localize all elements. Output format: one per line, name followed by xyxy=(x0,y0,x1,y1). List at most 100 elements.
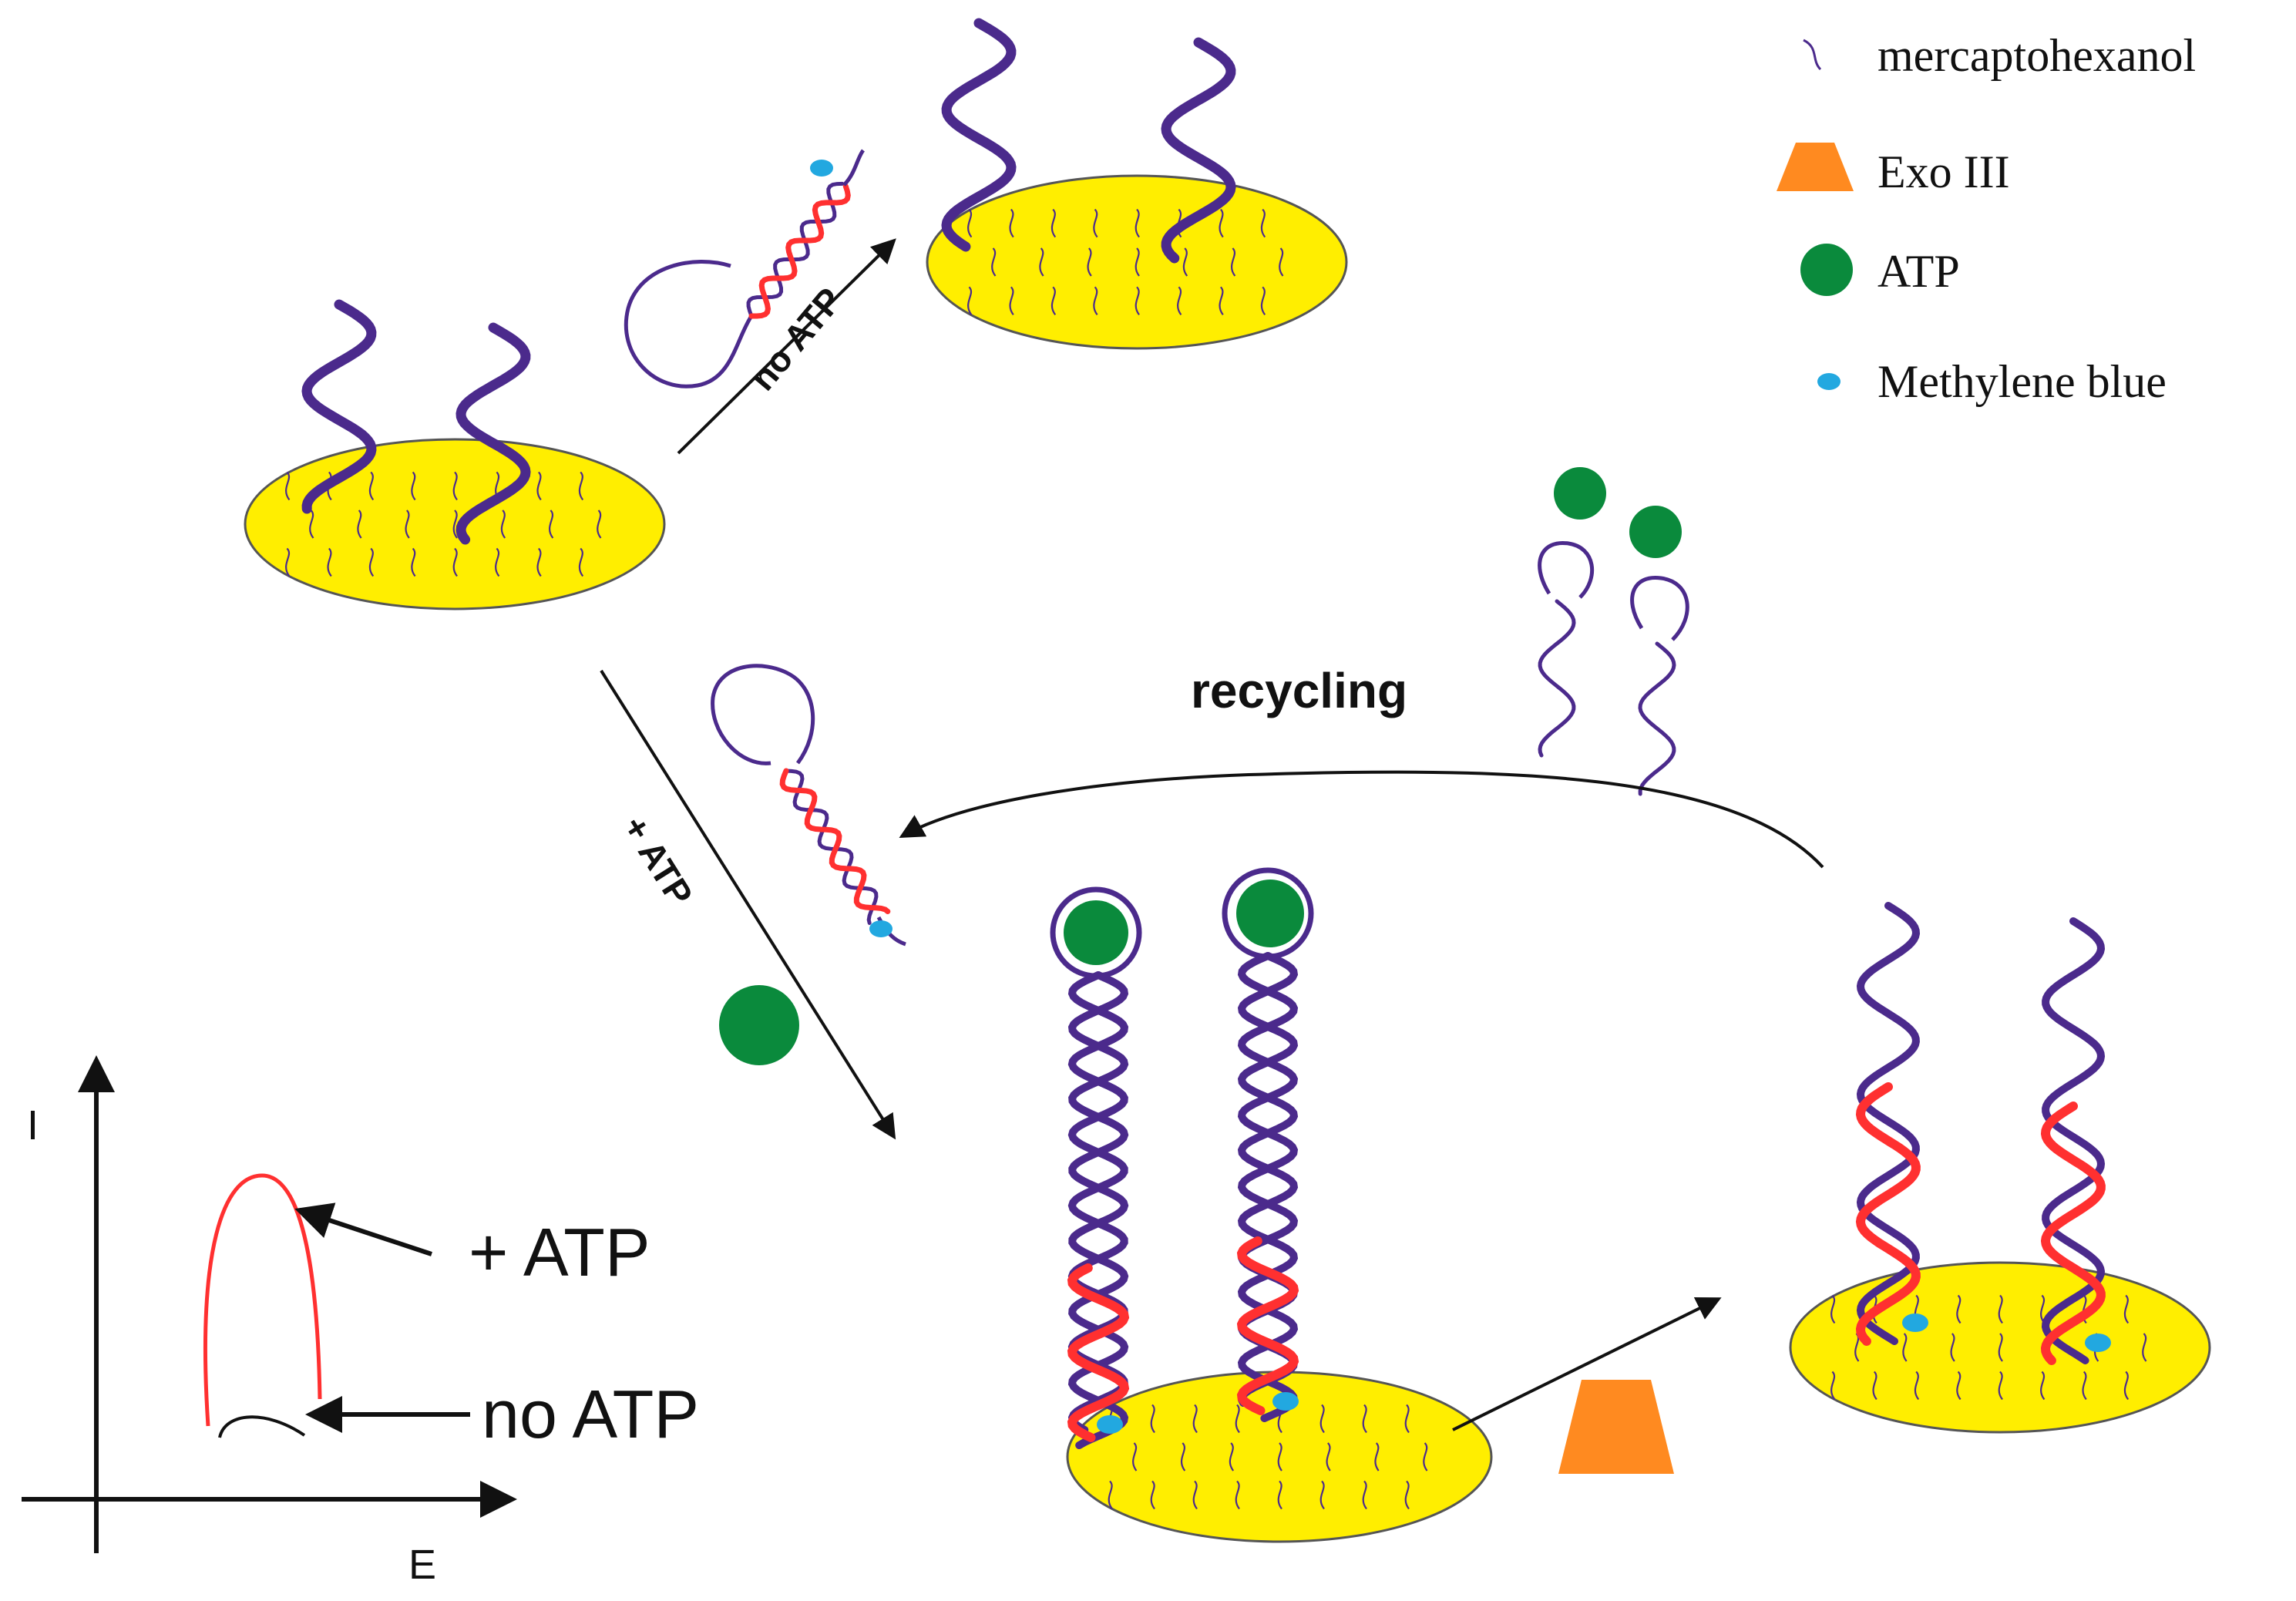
mercaptohexanol-molecule xyxy=(1039,247,1044,277)
methylene-blue-tag xyxy=(1097,1415,1123,1434)
aptamer-loop-atp-2 xyxy=(1222,867,1314,960)
voltammogram-inset: I E + ATP no ATP xyxy=(22,1055,699,1588)
free-aptamers xyxy=(1538,540,1689,796)
dna-helices xyxy=(301,18,2106,1449)
mercaptohexanol-molecule xyxy=(452,510,458,539)
mercaptohexanol-molecule xyxy=(597,510,602,539)
mercaptohexanol-molecule xyxy=(495,547,500,577)
label-plus-atp: + ATP xyxy=(615,809,701,913)
mercaptohexanol-molecule xyxy=(1051,208,1057,238)
mercaptohexanol-molecule xyxy=(1182,247,1188,277)
methylene-blue-tag xyxy=(2085,1334,2111,1352)
atp-molecule xyxy=(719,985,799,1065)
methylene-blue-tag xyxy=(869,920,893,937)
mercaptohexanol-molecule xyxy=(1277,1442,1282,1472)
mercaptohexanol-molecule xyxy=(1108,1480,1113,1510)
mercaptohexanol-molecule xyxy=(500,510,506,539)
mercaptohexanol-molecule xyxy=(327,547,332,577)
no-atp-peak xyxy=(218,1415,306,1438)
legend-exo-iii: Exo III xyxy=(1877,146,2010,197)
arrow-plus-atp xyxy=(600,669,896,1140)
mercaptohexanol-icon xyxy=(1803,39,1822,71)
exo-iii-icon xyxy=(1777,143,1854,191)
mercaptohexanol-molecule xyxy=(2123,1371,2130,1401)
mercaptohexanol-molecule xyxy=(578,547,584,577)
probe-strand xyxy=(746,181,845,318)
mercaptohexanol-molecule xyxy=(1192,1404,1198,1434)
mercaptohexanol-molecule xyxy=(1150,1404,1155,1434)
mercaptohexanol-molecule xyxy=(1902,1333,1908,1362)
mercaptohexanol-molecule xyxy=(2040,1371,2046,1401)
peak-label-no-atp: no ATP xyxy=(482,1376,699,1452)
probe-complement xyxy=(779,768,891,915)
y-axis-label: I xyxy=(27,1102,39,1149)
complement-strand xyxy=(1236,1236,1299,1415)
mercaptohexanol-molecule xyxy=(285,471,291,501)
methylene-blue-tag xyxy=(1272,1392,1299,1411)
mercaptohexanol-molecule xyxy=(1093,286,1098,316)
complement-strand xyxy=(1855,1082,1921,1346)
mercaptohexanol-molecule xyxy=(2142,1333,2147,1362)
probe-complement xyxy=(748,183,851,319)
mercaptohexanol-molecule xyxy=(1998,1333,2003,1362)
complement-strand xyxy=(1067,1263,1130,1442)
mercaptohexanol-molecule xyxy=(967,208,973,238)
mercaptohexanol-molecule xyxy=(1914,1371,1920,1401)
mercaptohexanol-molecule xyxy=(1362,1480,1367,1510)
aptamer-loop-atp-1 xyxy=(1050,886,1142,979)
mercaptohexanol-molecule xyxy=(536,471,542,501)
mercaptohexanol-molecule xyxy=(2082,1371,2087,1401)
mercaptohexanol-molecule xyxy=(1177,208,1182,238)
mercaptohexanol-molecule xyxy=(1180,1442,1186,1472)
exo-iii-enzyme xyxy=(1558,1380,1674,1474)
probe-duplex xyxy=(746,181,851,319)
arrow-no-atp xyxy=(677,238,896,455)
mercaptohexanol-molecule xyxy=(1135,286,1140,316)
mercaptohexanol-molecule xyxy=(368,471,375,501)
mercaptohexanol-molecule xyxy=(405,510,410,539)
aptamer-strand xyxy=(301,299,377,514)
mercaptohexanol-molecule xyxy=(1235,1404,1240,1434)
mercaptohexanol-molecule xyxy=(1998,1294,2003,1324)
aptamer-strand xyxy=(941,18,1017,252)
hairpin-probe-no-atp xyxy=(624,149,866,388)
mercaptohexanol-molecule xyxy=(1279,247,1284,277)
atp-molecule xyxy=(1554,467,1606,520)
gold-electrode-digested xyxy=(1789,1261,2211,1434)
probe-strand xyxy=(784,769,879,925)
legend-methylene-blue: Methylene blue xyxy=(1877,356,2167,407)
mercaptohexanol-molecule xyxy=(1260,208,1266,238)
gold-electrode-bound xyxy=(1066,1371,1493,1543)
mercaptohexanol-molecule xyxy=(357,510,362,539)
mercaptohexanol-molecule xyxy=(1956,1371,1962,1401)
mercaptohexanol-molecule xyxy=(1093,208,1098,238)
arrow-recycling xyxy=(899,770,1824,869)
mercaptohexanol-molecule xyxy=(1362,1404,1367,1434)
atp-molecule xyxy=(1629,506,1682,558)
mercaptohexanol-molecule xyxy=(1277,1480,1282,1510)
aptamer-strand xyxy=(1161,37,1236,264)
mercaptohexanol-molecule xyxy=(1219,208,1224,238)
mercaptohexanol-molecule xyxy=(285,547,291,577)
mercaptohexanol-molecule xyxy=(1135,208,1140,238)
atp-molecule xyxy=(1064,900,1128,965)
mercaptohexanol-molecule xyxy=(967,286,973,316)
plus-atp-peak xyxy=(203,1173,322,1427)
mercaptohexanol-molecule xyxy=(1135,247,1140,277)
mercaptohexanol-molecule xyxy=(1009,286,1014,316)
mercaptohexanol-molecule xyxy=(2040,1294,2046,1324)
mercaptohexanol-molecule xyxy=(1219,286,1224,316)
mercaptohexanol-molecule xyxy=(1229,1442,1235,1472)
arrow-plus-atp-peak xyxy=(294,1202,432,1256)
mercaptohexanol-molecule xyxy=(1326,1442,1331,1472)
legend-atp: ATP xyxy=(1877,246,1960,297)
mercaptohexanol-molecule xyxy=(1087,247,1092,277)
mercaptohexanol-molecule xyxy=(1830,1294,1836,1324)
gold-electrode-no-atp xyxy=(926,174,1348,350)
mercaptohexanol-molecule xyxy=(1177,286,1182,316)
methylene-blue-icon xyxy=(1817,373,1840,390)
mercaptohexanol-molecule xyxy=(1319,1480,1325,1510)
mercaptohexanol-molecule xyxy=(1230,247,1236,277)
hairpin-probe-released xyxy=(711,664,906,947)
